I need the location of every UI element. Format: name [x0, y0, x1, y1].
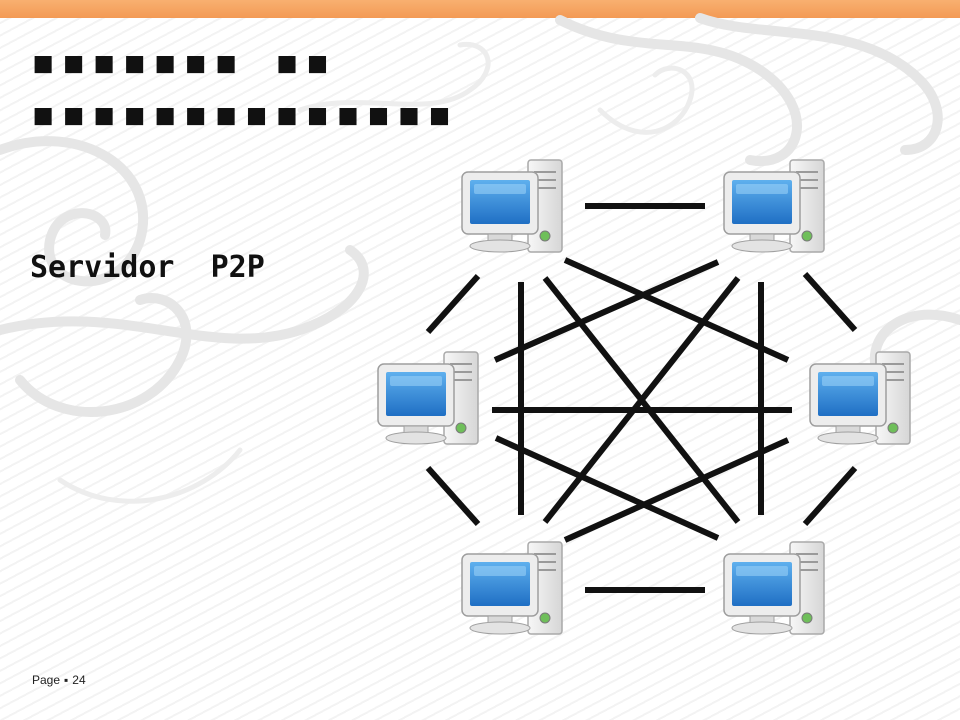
link-tl-ml — [425, 274, 481, 334]
footer-separator: ▪ — [64, 673, 69, 687]
page-label: Page — [32, 673, 61, 687]
link-tr-bl — [542, 276, 741, 524]
p2p-network-diagram — [377, 159, 911, 635]
top-accent-bar — [0, 0, 960, 18]
link-tr-mr — [802, 272, 858, 332]
link-tl-mr — [563, 257, 790, 363]
computer-icon — [723, 541, 825, 635]
page-number: 24 — [72, 673, 86, 687]
computer-icon — [809, 351, 911, 445]
link-ml-br — [494, 435, 720, 541]
link-mr-br — [802, 466, 858, 526]
computer-icon — [461, 159, 563, 253]
swirl-thin-2 — [597, 65, 695, 135]
swirl-left-2 — [0, 245, 369, 344]
link-mr-bl — [563, 437, 790, 543]
swirl-top-2 — [695, 13, 943, 155]
slide-title-line-1: ▪▪▪▪▪▪▪ ▪▪ — [30, 36, 335, 87]
swirl-thin-1 — [297, 42, 491, 113]
swirl-top-1 — [555, 15, 802, 167]
slide-title: ▪▪▪▪▪▪▪ ▪▪ ▪▪▪▪▪▪▪▪▪▪▪▪▪▪ — [30, 36, 457, 140]
slide-subtitle: Servidor P2P — [30, 250, 265, 285]
computer-icon — [461, 541, 563, 635]
computer-icon — [377, 351, 479, 445]
swirl-left-1 — [0, 136, 149, 287]
network-links — [425, 203, 858, 593]
link-tr-ml — [493, 259, 720, 363]
link-ml-bl — [425, 466, 481, 526]
swirl-thin-3 — [57, 447, 243, 504]
swirl-left-3 — [15, 293, 192, 417]
slide-footer: Page▪24 — [32, 673, 86, 687]
computer-icon — [723, 159, 825, 253]
slide-title-line-2: ▪▪▪▪▪▪▪▪▪▪▪▪▪▪ — [30, 88, 457, 139]
